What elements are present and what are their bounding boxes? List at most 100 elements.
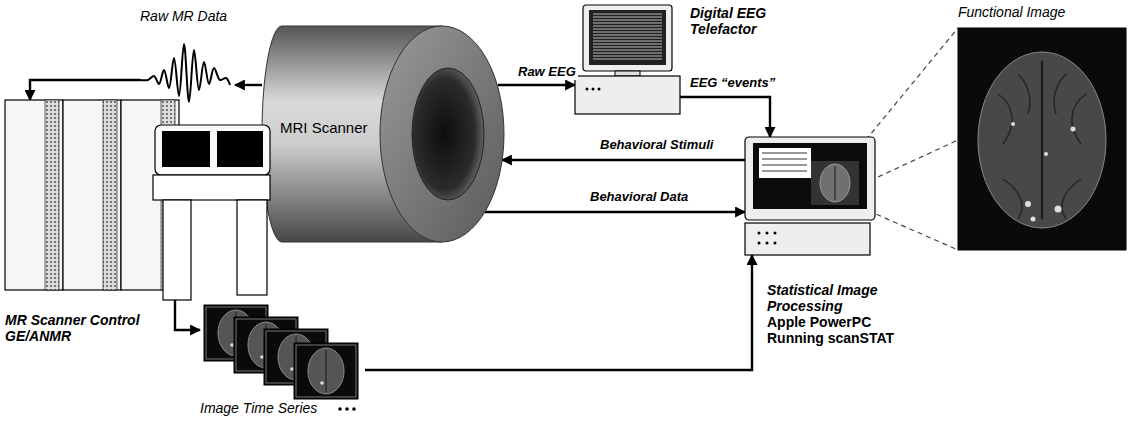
activation-spot — [1055, 206, 1062, 213]
continuation-dot — [352, 407, 356, 411]
indicator-dot — [774, 242, 777, 245]
stimulus-text-line — [762, 164, 807, 166]
indicator-dot — [758, 242, 761, 245]
shape-outline — [745, 137, 878, 255]
activation-spot — [1044, 152, 1048, 156]
indicator-dot — [586, 88, 589, 91]
gyrus-line — [1003, 179, 1022, 219]
connector-line — [235, 84, 262, 86]
dashed-leader — [860, 28, 958, 147]
console-housing — [155, 125, 270, 175]
gyrus-line — [1072, 94, 1086, 144]
eeg-trace — [593, 35, 662, 36]
monitor-case — [745, 137, 875, 220]
label-stack: Statistical Image ProcessingApple PowerP… — [767, 282, 917, 346]
flow-arrow — [30, 80, 140, 100]
functional-image: Functional Image — [958, 4, 1126, 250]
eeg-trace — [593, 50, 662, 51]
indicator-dot — [598, 88, 601, 91]
activation-spot — [260, 355, 264, 359]
eeg-trace — [593, 23, 662, 24]
scanner-face — [380, 26, 504, 242]
activation-spot — [1031, 217, 1036, 222]
label-stack: MR Scanner ControlGE/ANMR — [5, 312, 165, 344]
connector-line — [30, 80, 140, 100]
brain-outline — [820, 164, 850, 202]
node-label: Functional Image — [958, 4, 1065, 20]
arrow-label: EEG “events” — [688, 75, 777, 91]
console-screen — [162, 131, 210, 167]
console-desk — [153, 175, 270, 200]
eeg-trace — [593, 20, 662, 21]
continuation-dot — [345, 407, 349, 411]
console-leg — [163, 200, 191, 300]
monitor-neck — [615, 71, 640, 76]
shape-outline — [958, 4, 1126, 250]
eeg-trace — [593, 17, 662, 18]
image-border — [296, 345, 356, 397]
eeg-trace — [593, 38, 662, 39]
connector-line — [680, 97, 770, 137]
eeg-trace — [593, 47, 662, 48]
computer-base — [575, 76, 680, 114]
activation-spot — [290, 367, 294, 371]
eeg-trace — [593, 26, 662, 27]
gyrus-line — [1054, 74, 1066, 114]
scanner-console: MR Scanner ControlGE/ANMR — [5, 100, 270, 300]
label-stack: Image Time Series — [200, 400, 317, 416]
node-label: Image Time Series — [200, 400, 317, 416]
indicator-dot — [758, 232, 761, 235]
stimulus-text-line — [762, 170, 807, 172]
activation-spot — [1025, 201, 1031, 207]
label-stack: Digital EEG Telefactor — [690, 5, 782, 37]
brain-midline — [1041, 61, 1043, 219]
gyrus-line — [1062, 179, 1081, 219]
eeg-trace — [593, 53, 662, 54]
label-stack: Raw MR Data — [140, 8, 227, 24]
stimulus-text-line — [762, 158, 807, 160]
scanner-bore — [412, 68, 484, 200]
indicator-dot — [766, 242, 769, 245]
stimulus-text-line — [762, 152, 807, 154]
node-label: GE/ANMR — [5, 328, 165, 344]
brain-detail — [998, 74, 1086, 222]
monitor-screen — [589, 10, 666, 65]
gyrus-line — [998, 94, 1012, 144]
mri-scanner: MRI Scanner — [262, 18, 512, 250]
eeg-trace — [593, 59, 662, 60]
label-stack: Functional Image — [958, 4, 1065, 20]
connector-line — [502, 159, 745, 161]
eeg-trace — [593, 44, 662, 45]
image-series: Image Time Series — [200, 305, 365, 417]
shape-outline — [5, 100, 270, 300]
brain-outline — [308, 348, 344, 394]
indicator-dot — [774, 232, 777, 235]
rack-vent — [103, 100, 117, 290]
node-label: MRI Scanner — [280, 119, 368, 136]
eeg-computer: Digital EEG Telefactor — [575, 5, 680, 115]
connector-line — [365, 255, 752, 370]
console-leg — [237, 200, 267, 295]
activation-spot — [1011, 122, 1015, 126]
flow-arrow — [680, 97, 770, 137]
indicator-dot — [592, 88, 595, 91]
mr-signal-waveform — [140, 44, 230, 102]
brain-outline — [978, 52, 1106, 228]
node-label: Digital EEG Telefactor — [690, 5, 782, 37]
stimulus-window — [759, 148, 811, 178]
connector-line — [175, 300, 200, 330]
monitor-screen — [753, 143, 867, 209]
flow-arrow — [175, 300, 200, 330]
console-screen — [217, 131, 263, 167]
arrow-label: Raw EEG — [516, 64, 578, 80]
activation-spot — [320, 381, 324, 385]
gyrus-line — [1018, 74, 1030, 114]
flow-arrow — [485, 212, 745, 213]
rack-vent — [45, 100, 59, 290]
arrow-label: Behavioral Stimuli — [598, 137, 715, 153]
eeg-trace — [593, 41, 662, 42]
analysis-computer: Statistical Image ProcessingApple PowerP… — [745, 137, 878, 255]
flow-arrow — [235, 85, 262, 86]
arrow-label: Behavioral Data — [588, 189, 690, 205]
